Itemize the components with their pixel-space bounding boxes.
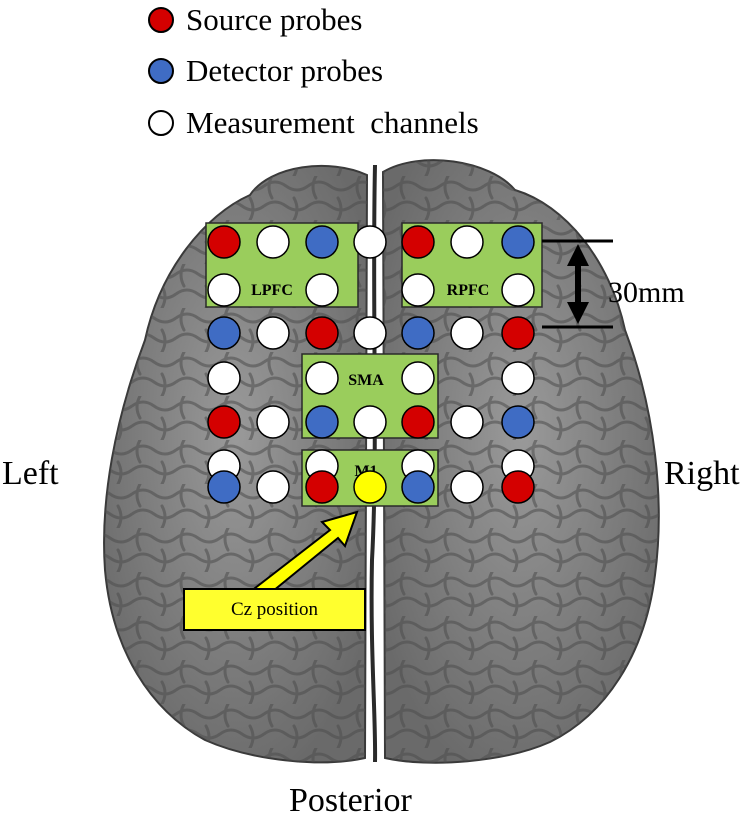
- probe-grid: [207, 225, 535, 504]
- cz-position-label: Cz position: [230, 598, 319, 620]
- detector-probe: [305, 405, 339, 439]
- legend-measurement: Measurement channels: [148, 103, 479, 143]
- detector-probe: [401, 316, 435, 350]
- measurement-channel-icon: [148, 110, 174, 136]
- posterior-label: Posterior: [289, 782, 412, 819]
- source-probe: [501, 316, 535, 350]
- measurement-channel: [256, 316, 290, 350]
- measurement-channel: [450, 405, 484, 439]
- measurement-channel: [256, 405, 290, 439]
- cz-position-box: Cz position: [183, 588, 366, 631]
- source-probe: [401, 405, 435, 439]
- source-probe: [401, 225, 435, 259]
- legend-detector: Detector probes: [148, 51, 383, 91]
- measurement-channel: [353, 316, 387, 350]
- source-probe: [207, 405, 241, 439]
- measurement-channel: [256, 225, 290, 259]
- region-sma-label: SMA: [348, 372, 384, 389]
- legend-source-label: Source probes: [186, 2, 363, 37]
- detector-probe: [207, 316, 241, 350]
- source-probe: [305, 470, 339, 504]
- measurement-channel: [450, 316, 484, 350]
- region-rpfc-label: RPFC: [447, 282, 490, 299]
- measurement-channel: [256, 470, 290, 504]
- scale-label: 30mm: [608, 276, 685, 309]
- measurement-channel: [353, 225, 387, 259]
- legend-source: Source probes: [148, 0, 362, 40]
- legend-detector-label: Detector probes: [186, 53, 384, 88]
- source-probe: [207, 225, 241, 259]
- region-lpfc-label: LPFC: [251, 282, 293, 299]
- right-label: Right: [664, 455, 740, 492]
- measurement-channel: [207, 361, 241, 395]
- left-label: Left: [2, 455, 59, 492]
- measurement-channel: [501, 361, 535, 395]
- measurement-channel: [450, 470, 484, 504]
- measurement-channel: [207, 273, 241, 307]
- cz-probe: [353, 470, 387, 504]
- measurement-channel: [353, 405, 387, 439]
- detector-probe: [207, 470, 241, 504]
- source-probe-icon: [148, 7, 174, 33]
- legend-measurement-label: Measurement channels: [186, 105, 479, 140]
- detector-probe: [501, 225, 535, 259]
- scale-bar: [542, 239, 613, 329]
- measurement-channel: [305, 273, 339, 307]
- measurement-channel: [401, 273, 435, 307]
- detector-probe: [401, 470, 435, 504]
- detector-probe: [305, 225, 339, 259]
- detector-probe: [501, 405, 535, 439]
- measurement-channel: [501, 273, 535, 307]
- measurement-channel: [401, 361, 435, 395]
- source-probe: [501, 470, 535, 504]
- detector-probe-icon: [148, 58, 174, 84]
- source-probe: [305, 316, 339, 350]
- measurement-channel: [450, 225, 484, 259]
- measurement-channel: [305, 361, 339, 395]
